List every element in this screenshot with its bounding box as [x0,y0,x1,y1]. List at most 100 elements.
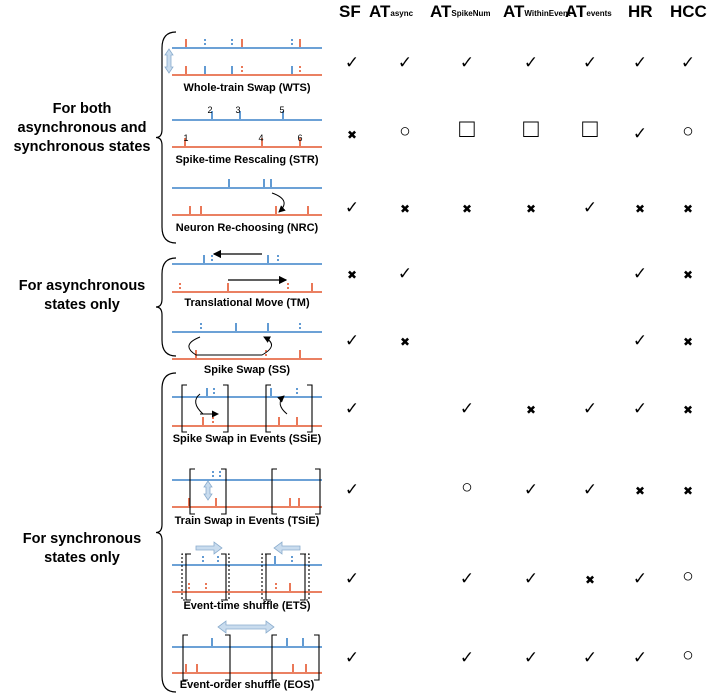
cross-mark: ✖ [346,268,358,282]
circle-mark: ○ [461,477,473,498]
event-bracket [315,468,321,515]
check-mark: ✓ [582,53,598,72]
column-header-subscript: SpikeNum [451,9,491,18]
cross-mark: ✖ [682,268,694,282]
column-header-main: AT [565,2,587,21]
check-mark: ✓ [523,480,539,499]
check-mark: ✓ [632,53,648,72]
check-mark: ✓ [582,399,598,418]
event-bracket [225,634,231,681]
cross-mark: ✖ [461,202,473,216]
column-header-main: AT [503,2,525,21]
event-bracket [181,384,187,433]
spike-order-number: 6 [297,133,302,143]
in-event-swap-arrow-icon [277,395,288,415]
cross-mark: ✖ [525,403,537,417]
event-bracket [185,553,191,601]
spike-order-number: 1 [183,133,188,143]
column-header: HCC [670,2,707,22]
cross-mark: ✖ [399,335,411,349]
swap-arrow-icon [164,48,174,74]
circle-mark: ○ [682,566,694,587]
check-mark: ✓ [344,648,360,667]
spike-order-number: 3 [235,105,240,115]
column-header: ATasync [369,2,413,22]
method-label: Event-time shuffle (ETS) [183,600,311,612]
method-label: Spike-time Rescaling (STR) [175,154,319,166]
cross-mark: ✖ [634,484,646,498]
event-bracket [307,384,313,433]
cross-mark: ✖ [634,202,646,216]
column-header-main: SF [339,2,361,21]
event-order-swap-icon [217,620,275,634]
event-bracket [261,553,267,601]
circle-mark: ○ [399,121,411,142]
column-header-main: AT [369,2,391,21]
cross-mark: ✖ [346,128,358,142]
method-label: Neuron Re-choosing (NRC) [175,222,319,234]
group-brace [155,31,177,244]
cross-mark: ✖ [682,484,694,498]
check-mark: ✓ [344,399,360,418]
check-mark: ✓ [459,648,475,667]
check-mark: ✓ [344,480,360,499]
event-bracket [300,553,306,601]
column-header: SF [339,2,361,22]
method-label: Translational Move (TM) [184,297,310,309]
event-bracket [304,553,310,601]
cross-mark: ✖ [399,202,411,216]
check-mark: ✓ [344,331,360,350]
column-header: ATSpikeNum [430,2,491,22]
group-label: For asynchronous states only [18,278,146,313]
check-mark: ✓ [680,53,696,72]
column-header: ATWithinEvent [503,2,571,22]
event-bracket [221,553,227,601]
column-header: ATevents [565,2,612,22]
event-bracket [189,468,195,515]
check-mark: ✓ [582,648,598,667]
column-header-subscript: WithinEvent [524,9,571,18]
event-bracket [265,553,271,601]
event-bracket [182,634,188,681]
group-label: For synchronous states only [22,531,142,566]
method-label: Whole-train Swap (WTS) [183,82,311,94]
square-mark: □ [459,113,475,143]
check-mark: ✓ [523,53,539,72]
spike-order-number: 4 [258,133,263,143]
event-shift-right-icon [195,541,223,555]
circle-mark: ○ [682,121,694,142]
event-bracket [221,468,227,515]
cross-mark: ✖ [682,335,694,349]
rechoose-arrow-icon [271,192,286,213]
spike-swap-arrow-icon [188,336,272,356]
check-mark: ✓ [459,399,475,418]
column-header-main: HCC [670,2,707,21]
column-header-subscript: async [390,9,414,18]
method-label: Spike Swap in Events (SSiE) [172,433,322,445]
cross-mark: ✖ [682,403,694,417]
check-mark: ✓ [632,264,648,283]
event-shift-left-icon [273,541,301,555]
check-mark: ✓ [632,124,648,143]
check-mark: ✓ [459,53,475,72]
group-label: For both asynchronous and synchronous st… [13,101,151,155]
check-mark: ✓ [344,53,360,72]
in-event-swap-arrow-icon [195,393,218,414]
cross-mark: ✖ [584,573,596,587]
column-header-main: AT [430,2,452,21]
cross-mark: ✖ [525,202,537,216]
event-bracket [181,553,187,601]
event-bracket [271,634,277,681]
circle-mark: ○ [682,645,694,666]
square-mark: □ [523,113,539,143]
train-swap-arrow-icon [203,480,213,501]
event-bracket [265,384,271,433]
check-mark: ✓ [582,480,598,499]
check-mark: ✓ [582,198,598,217]
column-header-subscript: events [586,9,612,18]
method-label: Train Swap in Events (TSiE) [174,515,320,527]
group-brace [155,372,177,693]
check-mark: ✓ [632,569,648,588]
check-mark: ✓ [523,648,539,667]
